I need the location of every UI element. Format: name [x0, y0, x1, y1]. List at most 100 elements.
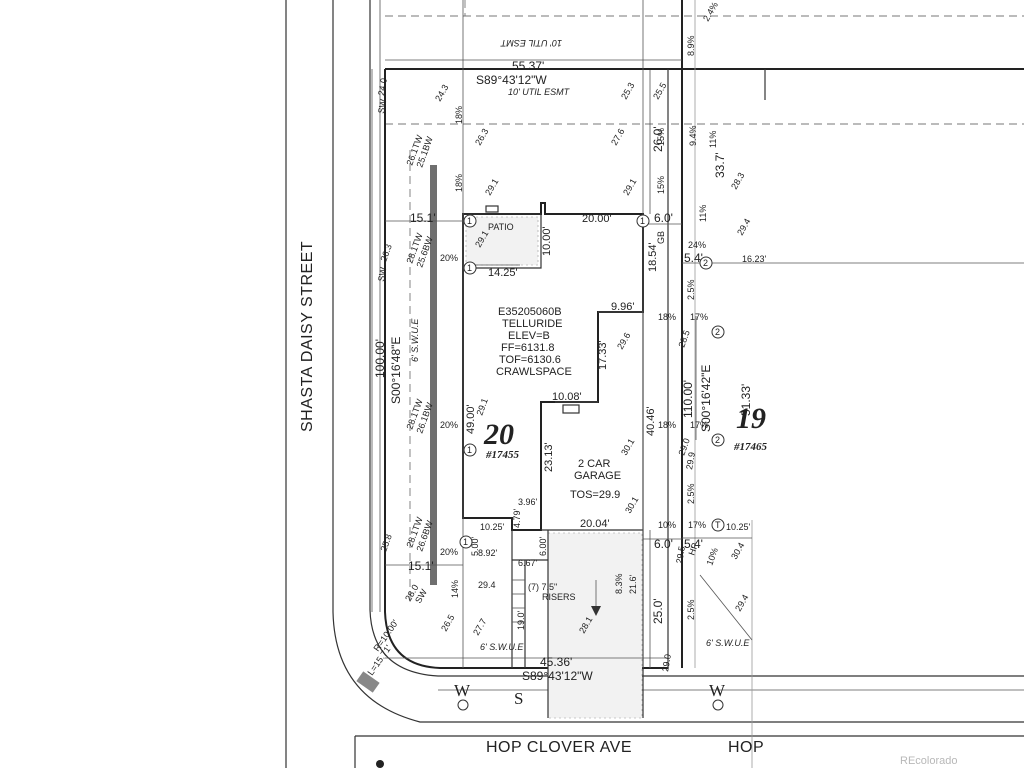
setback-left-bottom: 15.1' — [408, 559, 434, 573]
elev-276: 27.6 — [609, 127, 626, 147]
setback-right-bottom: 6.0' — [654, 537, 673, 551]
hop-clover-avenue-edges — [354, 689, 1024, 768]
elev-299: 29.9 — [684, 451, 697, 470]
house-line-3: ELEV=B — [508, 330, 550, 342]
garage-line-1: 2 CAR — [578, 458, 610, 470]
house-line-2: TELLURIDE — [502, 318, 563, 330]
dim-right-length: 110.00' — [681, 380, 695, 418]
elev-290b: 29.0 — [660, 653, 673, 672]
front-walk — [511, 560, 526, 668]
dim-left-length: 100.00' — [373, 339, 387, 378]
swue-left-label: 6' S.W.U.E — [410, 318, 420, 362]
avenue-name: HOP CLOVER AVE — [486, 739, 632, 756]
dim-jog-top: 9.96' — [611, 301, 635, 313]
elev-263b: 26.3 — [378, 243, 393, 263]
lot-boundary — [384, 0, 1024, 768]
right-1025: 10.25' — [726, 522, 751, 532]
marker-s: S — [514, 689, 523, 708]
dim-top-length: 55.37' — [512, 59, 544, 73]
dim-top-bearing: S89°43'12"W — [476, 73, 547, 87]
elev-291b: 29.1 — [621, 177, 638, 197]
top-utility-easement — [385, 0, 1024, 125]
marker-1e: 1 — [640, 216, 645, 226]
dim-side-left: 49.00' — [465, 404, 477, 434]
circled-markers — [457, 214, 725, 711]
dim-mid-jog: 10.08' — [552, 391, 582, 403]
slope-18c: 18% — [658, 312, 676, 322]
elev-304: 30.4 — [729, 541, 746, 561]
slope-25c: 2.5% — [686, 599, 696, 620]
slope-18b: 18% — [454, 174, 464, 192]
elev-295: 29.5 — [674, 545, 687, 564]
elev-291d: 29.1 — [474, 397, 489, 417]
adjacent-lot-number: 19 — [736, 402, 766, 435]
house-line-1: E35205060B — [498, 306, 562, 318]
marker-2a: 2 — [703, 258, 708, 268]
street-name: SHASTA DAISY STREET — [299, 241, 316, 432]
elev-285: 28.5 — [676, 329, 691, 349]
house-line-5: TOF=6130.6 — [499, 354, 561, 366]
meter-box — [356, 671, 380, 693]
slope-15b: 15% — [656, 176, 666, 194]
slope-10b: 10% — [704, 546, 720, 566]
house-line-4: FF=6131.8 — [501, 342, 555, 354]
marker-2b: 2 — [715, 327, 720, 337]
elev-291a: 29.1 — [483, 177, 500, 197]
slope-15a: 15% — [656, 128, 666, 146]
marker-1d: 1 — [463, 537, 468, 547]
slope-18d: 18% — [658, 420, 676, 430]
marker-1b: 1 — [467, 263, 472, 273]
elev-296: 29.6 — [615, 331, 632, 351]
slope-24b: 2.4% — [701, 0, 720, 23]
elev-294: 29.4 — [735, 217, 752, 237]
lot-number: 20 — [483, 418, 514, 451]
dim-right-bearing: S00°16'42"E — [699, 365, 713, 432]
shasta-daisy-street-edges — [285, 0, 1024, 768]
risers-label: RISERS — [542, 592, 576, 602]
swue-bottom-label: 6' S.W.U.E — [480, 642, 524, 652]
drive-elev: 21.6' — [628, 574, 638, 594]
elev-255: 25.5 — [651, 81, 668, 101]
elev-265: 26.5 — [439, 613, 456, 633]
marker-sw-top: SW — [376, 98, 388, 115]
slope-17a: 17% — [690, 312, 708, 322]
marker-tee: T — [715, 520, 721, 530]
util-esmt-label: 10' UTIL ESMT — [508, 87, 571, 97]
elev-283: 28.3 — [729, 171, 746, 191]
marker-sw-left: SW — [376, 266, 388, 283]
patio-area — [465, 216, 539, 266]
util-esmt-upside-label: 10' UTIL ESMT — [499, 38, 562, 48]
slope-20a: 20% — [440, 253, 458, 263]
drive-length: 25.0' — [651, 598, 665, 624]
dim-front-left: 10.25' — [480, 522, 505, 532]
side-5a: 5.4' — [684, 251, 703, 265]
dim-front-d: 6.67' — [518, 558, 538, 568]
drive-slope: 8.3% — [614, 573, 624, 594]
dim-step-a: 3.96' — [518, 497, 538, 507]
elev-243: 24.3 — [433, 83, 450, 103]
slope-24: 24% — [688, 240, 706, 250]
elev-258: 25.8 — [378, 533, 393, 553]
dim-right-lower: 40.46' — [645, 406, 657, 436]
dim-jog-depth: 17.33' — [597, 340, 609, 370]
swue-bottom-right-label: 6' S.W.U.E — [706, 638, 750, 648]
slope-11b: 11% — [698, 205, 708, 222]
dim-house-top: 20.00' — [582, 213, 612, 225]
slope-17b: 17% — [690, 420, 708, 430]
adjacent-lot-address: #17465 — [733, 441, 768, 453]
retaining-wall — [409, 150, 437, 600]
dim-patio-depth: 10.00' — [541, 226, 553, 256]
dimension-lines — [371, 0, 1024, 668]
elev-294c: 29.4 — [478, 580, 496, 590]
garage-line-2: GARAGE — [574, 470, 621, 482]
slope-20b: 20% — [440, 420, 458, 430]
slope-14: 14% — [450, 580, 460, 598]
marker-w-left: W — [454, 681, 471, 700]
dim-bottom-bearing: S89°43'12"W — [522, 669, 593, 683]
risers-count: (7) 7.5" — [528, 582, 557, 592]
watermark: REcolorado — [900, 755, 957, 767]
slope-20c: 20% — [440, 547, 458, 557]
slope-25b: 2.5% — [686, 483, 696, 504]
dim-front-c: 8.92' — [478, 548, 498, 558]
